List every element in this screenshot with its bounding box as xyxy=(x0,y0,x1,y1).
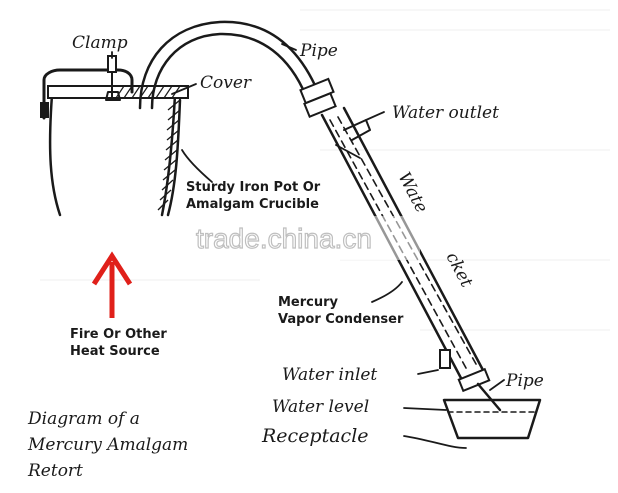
label-pot-2: Amalgam Crucible xyxy=(186,197,319,212)
label-condenser-1: Mercury xyxy=(278,295,339,310)
label-condenser-2: Vapor Condenser xyxy=(278,312,404,327)
caption: Diagram of a Mercury Amalgam Retort xyxy=(27,409,188,481)
label-receptacle: Receptacle xyxy=(261,425,369,447)
label-cover: Cover xyxy=(200,73,252,93)
label-clamp: Clamp xyxy=(72,33,128,53)
caption-line-2: Mercury Amalgam xyxy=(27,435,188,455)
pot-wall-hatching xyxy=(157,99,181,211)
label-water-jacket-1: Wate xyxy=(394,169,432,216)
label-water-inlet: Water inlet xyxy=(282,365,377,385)
caption-line-1: Diagram of a xyxy=(27,409,140,429)
label-fire-2: Heat Source xyxy=(70,344,160,359)
pipe-curved xyxy=(138,20,320,110)
label-fire-1: Fire Or Other xyxy=(70,327,167,342)
leader-lines xyxy=(111,43,505,449)
watermark: trade.china.cn xyxy=(180,216,420,260)
watermark-text: trade.china.cn xyxy=(196,223,372,254)
label-pipe-bottom: Pipe xyxy=(505,371,544,391)
label-pot-1: Sturdy Iron Pot Or xyxy=(186,180,321,195)
label-water-jacket-2: cket xyxy=(442,249,477,291)
label-pipe-top: Pipe xyxy=(299,41,338,61)
iron-pot xyxy=(48,93,182,217)
label-water-level: Water level xyxy=(272,397,369,417)
caption-line-3: Retort xyxy=(27,461,83,481)
label-water-outlet: Water outlet xyxy=(392,103,499,123)
receptacle xyxy=(442,398,542,440)
heat-arrow xyxy=(91,251,133,318)
